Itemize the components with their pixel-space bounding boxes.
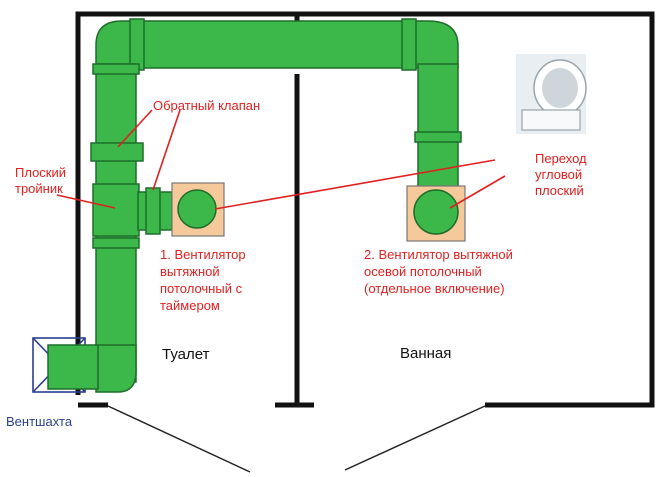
duct-coupler-1	[92, 63, 140, 75]
door-lines	[107, 405, 486, 473]
label-fan1-3: потолочный с	[160, 281, 243, 296]
ducts	[47, 18, 462, 393]
label-flat-tee-2: тройник	[15, 181, 63, 196]
duct-shaft-connector	[47, 344, 99, 390]
fans	[171, 182, 466, 242]
duct-right-down	[417, 63, 459, 189]
duct-bottom-elbow	[95, 344, 137, 393]
duct-coupler-2	[92, 237, 140, 249]
label-fan1-1: 1. Вентилятор	[160, 247, 246, 262]
label-fan1-2: вытяжной	[160, 264, 220, 279]
label-fan2-1: 2. Вентилятор вытяжной	[364, 247, 513, 262]
corner-transition-picture	[516, 54, 587, 134]
label-room-bath: Ванная	[400, 345, 451, 362]
label-vent-shaft: Вентшахта	[6, 414, 73, 429]
door-left-line	[107, 405, 251, 473]
outer-wall-left-top-right	[75, 11, 655, 408]
annotation-arrows	[56, 109, 506, 210]
label-room-toilet: Туалет	[162, 346, 210, 363]
label-fan2-3: (отдельное включение)	[364, 281, 505, 296]
fan-1-impeller	[177, 189, 217, 229]
door-right-line	[344, 405, 486, 471]
label-fan1-4: таймером	[160, 298, 220, 313]
label-transition-1: Переход	[535, 151, 587, 166]
duct-check-valve-branch	[145, 187, 161, 235]
duct-top-joint-left	[129, 18, 145, 71]
label-check-valve: Обратный клапан	[153, 98, 260, 113]
label-fan2-2: осевой потолочный	[364, 264, 482, 279]
fan-2-impeller	[413, 189, 459, 235]
label-transition-2: угловой	[535, 167, 582, 182]
duct-check-valve-left	[90, 142, 144, 162]
duct-top-joint-right	[401, 18, 417, 71]
walls	[75, 11, 655, 408]
label-flat-tee-1: Плоский	[15, 165, 66, 180]
duct-right-coupler	[414, 131, 462, 143]
label-transition-3: плоский	[535, 183, 584, 198]
duct-flat-tee	[92, 183, 140, 237]
duct-top-run	[95, 20, 459, 69]
